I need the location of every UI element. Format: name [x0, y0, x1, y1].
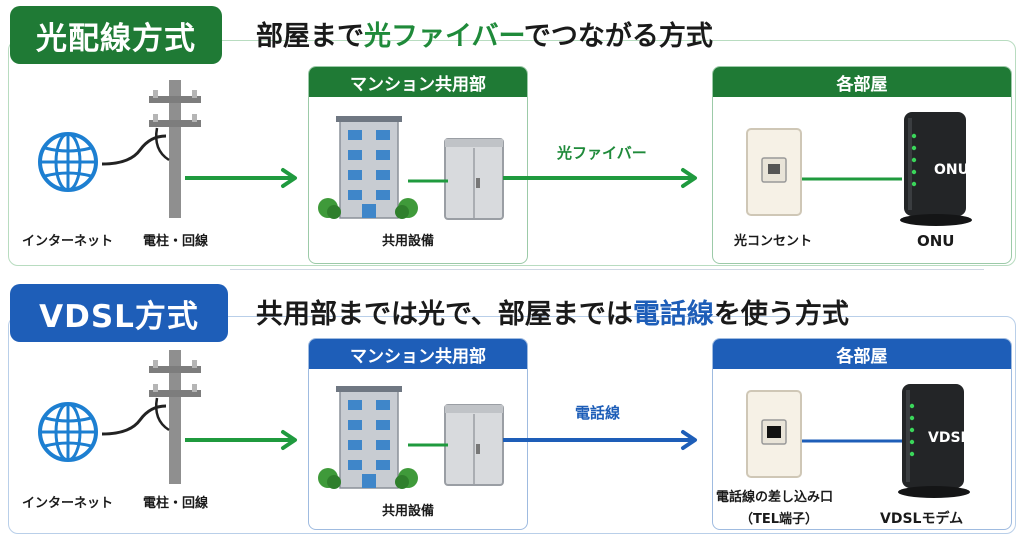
optical-outlet-icon — [746, 128, 802, 216]
section-divider — [230, 269, 984, 270]
vdsl-room-link — [802, 439, 902, 443]
vdsl-room-box-title: 各部屋 — [713, 339, 1011, 369]
fiber-title-badge: 光配線方式 — [10, 6, 222, 64]
fiber-section-frame — [8, 40, 1016, 266]
fiber-line-label: 光ファイバー — [557, 144, 647, 162]
vdsl-building-link — [408, 443, 448, 447]
vdsl-section-frame — [8, 316, 1016, 534]
fiber-headline-pre: 部屋まで — [256, 21, 364, 52]
fiber-arrow-to-room — [503, 168, 697, 188]
tel-jack-icon — [746, 390, 802, 478]
fiber-outlet-label: 光コンセント — [734, 234, 813, 249]
shared-cabinet-icon — [444, 138, 504, 220]
fiber-shared-box-title: マンション共用部 — [309, 67, 527, 97]
fiber-room-link — [802, 177, 902, 181]
utility-pole-icon — [149, 350, 201, 484]
utility-pole-icon — [149, 80, 201, 218]
fiber-building-link — [408, 179, 448, 183]
vdsl-headline-pre: 共用部までは光で、部屋までは — [256, 299, 633, 330]
fiber-device-label: ONU — [917, 232, 955, 250]
vdsl-shared-box-title: マンション共用部 — [309, 339, 527, 369]
vdsl-modem-icon — [898, 384, 970, 498]
vdsl-pole-label: 電柱・回線 — [143, 496, 209, 511]
fiber-shared-equipment-label: 共用設備 — [382, 234, 435, 249]
vdsl-headline: 共用部までは光で、部屋までは電話線を使う方式 — [256, 292, 849, 331]
vdsl-headline-post: を使う方式 — [713, 299, 849, 330]
onu-device-icon — [900, 112, 972, 226]
globe-icon — [38, 402, 98, 462]
vdsl-device-label: VDSLモデム — [880, 511, 964, 527]
vdsl-title-badge: VDSL方式 — [10, 284, 228, 342]
vdsl-arrow-to-room — [503, 430, 697, 450]
apartment-building-icon — [318, 116, 418, 219]
vdsl-arrow-to-shared — [185, 430, 297, 450]
shared-cabinet-icon — [444, 404, 504, 486]
vdsl-headline-highlight: 電話線 — [632, 299, 714, 330]
fiber-headline: 部屋まで光ファイバーでつながる方式 — [256, 14, 713, 53]
fiber-room-box-title: 各部屋 — [713, 67, 1011, 97]
fiber-internet-label: インターネット — [22, 234, 114, 249]
apartment-building-icon — [318, 386, 418, 489]
vdsl-section: VDSL方式 共用部までは光で、部屋までは電話線を使う方式 インターネット 電柱… — [0, 272, 1024, 538]
vdsl-internet-label: インターネット — [22, 496, 114, 511]
vdsl-shared-equipment-label: 共用設備 — [382, 504, 435, 519]
vdsl-line-label: 電話線 — [575, 404, 621, 422]
vdsl-outlet-label-line1: 電話線の差し込み口 — [716, 490, 834, 505]
fiber-headline-highlight: 光ファイバー — [364, 21, 524, 52]
globe-icon — [38, 132, 98, 192]
fiber-device-text: ONU — [934, 162, 969, 178]
fiber-section: 光配線方式 部屋まで光ファイバーでつながる方式 インターネット 電柱・回線 マン… — [8, 6, 1016, 266]
vdsl-device-text: VDSL — [928, 430, 970, 446]
fiber-headline-post: でつながる方式 — [523, 21, 713, 52]
vdsl-outlet-label-line2: （TEL端子） — [740, 512, 819, 527]
fiber-pole-label: 電柱・回線 — [143, 234, 209, 249]
fiber-arrow-to-shared — [185, 168, 297, 188]
